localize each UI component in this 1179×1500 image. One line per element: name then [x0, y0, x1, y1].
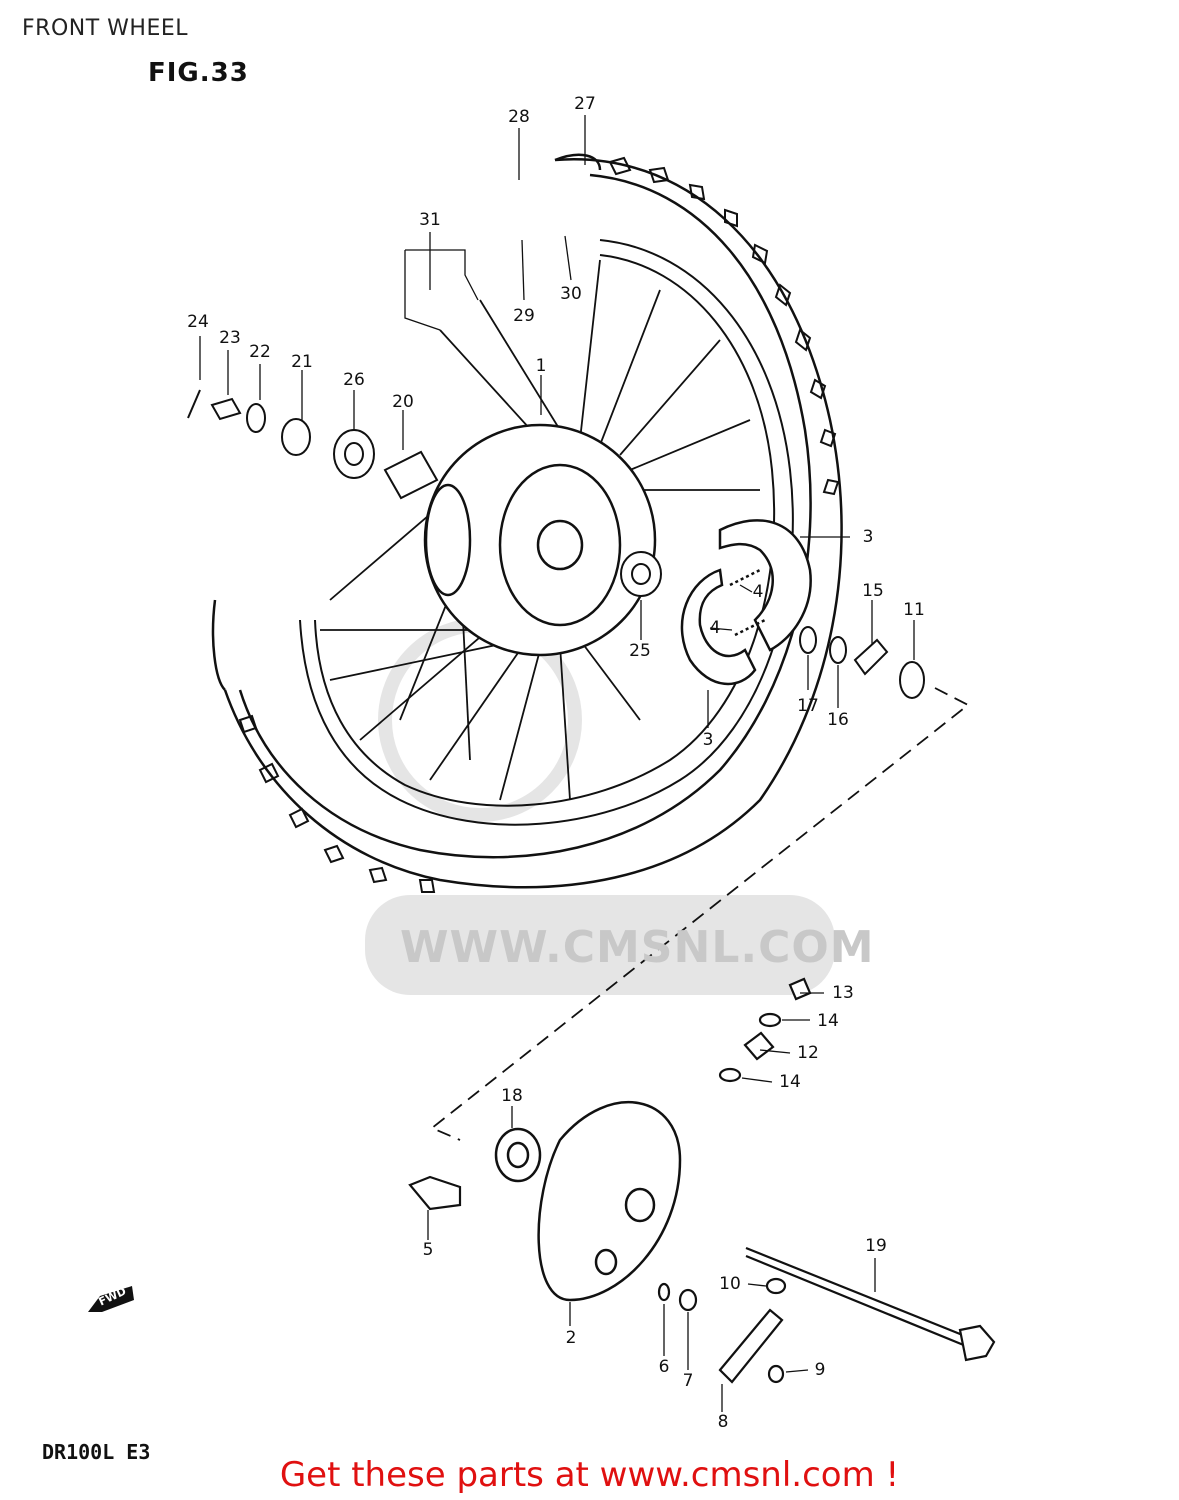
callout-14-upper: 14	[817, 1011, 839, 1031]
callout-18: 18	[501, 1086, 523, 1106]
callout-29: 29	[513, 306, 535, 326]
model-code: DR100L E3	[42, 1440, 151, 1464]
callout-28: 28	[508, 107, 530, 127]
hub-small-parts	[187, 389, 662, 597]
assembly-leader-line	[430, 687, 970, 1141]
callout-15: 15	[862, 581, 884, 601]
callout-27: 27	[574, 94, 596, 114]
callout-16: 16	[827, 710, 849, 730]
brake-shoes	[680, 519, 812, 686]
figure-label: FIG.33	[148, 58, 249, 88]
watermark-url: WWW.CMSNL.COM	[400, 922, 875, 973]
callout-21: 21	[291, 352, 313, 372]
callout-26: 26	[343, 370, 365, 390]
callout-19: 19	[865, 1236, 887, 1256]
fwd-arrow-icon	[88, 1286, 134, 1312]
callout-31: 31	[419, 210, 441, 230]
callout-8: 8	[717, 1412, 729, 1432]
callout-14-lower: 14	[779, 1072, 801, 1092]
callout-6: 6	[658, 1357, 670, 1377]
callout-1: 1	[535, 356, 547, 376]
page-title: FRONT WHEEL	[22, 16, 188, 41]
tire	[211, 153, 843, 893]
rim	[299, 239, 794, 826]
callout-3-lower: 3	[702, 730, 714, 750]
callout-12: 12	[797, 1043, 819, 1063]
callout-13: 13	[832, 983, 854, 1003]
callout-3-upper: 3	[862, 527, 874, 547]
callout-20: 20	[392, 392, 414, 412]
callout-24: 24	[187, 312, 209, 332]
callout-22: 22	[249, 342, 271, 362]
callout-2: 2	[565, 1328, 577, 1348]
callout-4-lower: 4	[709, 618, 721, 638]
callout-25: 25	[629, 641, 651, 661]
brake-panel	[494, 1101, 682, 1302]
callout-5: 5	[422, 1240, 434, 1260]
callout-11: 11	[903, 600, 925, 620]
callout-4-upper: 4	[752, 582, 764, 602]
footer-cta-link[interactable]: Get these parts at www.cmsnl.com !	[279, 1455, 900, 1495]
callout-23: 23	[219, 328, 241, 348]
callout-9: 9	[814, 1360, 826, 1380]
speedometer-drive-parts	[799, 626, 925, 699]
axle-and-arm	[408, 977, 996, 1384]
callout-30: 30	[560, 284, 582, 304]
callout-leaders	[199, 115, 915, 1412]
callout-10: 10	[719, 1274, 741, 1294]
callout-17: 17	[797, 696, 819, 716]
callout-7: 7	[682, 1371, 694, 1391]
hub	[423, 423, 657, 657]
